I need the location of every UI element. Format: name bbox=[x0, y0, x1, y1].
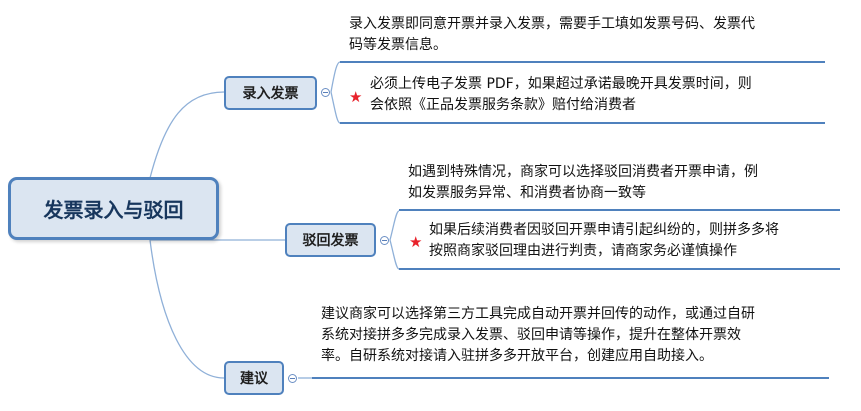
connector-b1-leaf-2 bbox=[330, 91, 341, 124]
leaf-text-b1-2: 必须上传电子发票 PDF，如果超过承诺最晚开具发票时间，则 会依照《正品发票服务… bbox=[370, 74, 752, 116]
root-node[interactable]: 发票录入与驳回 bbox=[8, 177, 219, 240]
leaf-line: 如果后续消费者因驳回开票申请引起纠纷的，则拼多多将 bbox=[429, 222, 779, 238]
connector-b2-leaf-2 bbox=[389, 239, 400, 270]
collapse-toggle-icon[interactable] bbox=[321, 88, 330, 97]
connector-b2-leaf-1 bbox=[389, 210, 400, 241]
leaf-text-b1-1: 录入发票即同意开票并录入发票，需要手工填如发票号码、发票代 码等发票信息。 bbox=[349, 14, 755, 56]
leaf-underline bbox=[340, 61, 825, 63]
connector-root-branch-3 bbox=[149, 239, 225, 379]
leaf-underline bbox=[312, 377, 829, 379]
branch-node-suggestion[interactable]: 建议 bbox=[224, 361, 284, 395]
connector-root-branch-1 bbox=[149, 91, 225, 179]
branch-label: 驳回发票 bbox=[302, 233, 359, 249]
collapse-toggle-icon[interactable] bbox=[288, 374, 297, 383]
leaf-line: 码等发票信息。 bbox=[349, 37, 447, 53]
root-title: 发票录入与驳回 bbox=[43, 198, 184, 222]
leaf-text-b3-1: 建议商家可以选择第三方工具完成自动开票并回传的动作，或通过自研 系统对接拼多多完… bbox=[321, 304, 755, 367]
leaf-line: 会依照《正品发票服务条款》赔付给消费者 bbox=[370, 97, 636, 113]
leaf-text-b2-1: 如遇到特殊情况，商家可以选择驳回消费者开票申请，例 如发票服务异常、和消费者协商… bbox=[408, 162, 758, 204]
star-icon: ★ bbox=[349, 88, 363, 106]
branch-node-reject-invoice[interactable]: 驳回发票 bbox=[285, 223, 376, 257]
leaf-line: 如发票服务异常、和消费者协商一致等 bbox=[408, 185, 646, 201]
connector-b1-leaf-1 bbox=[330, 61, 341, 93]
leaf-underline bbox=[340, 122, 825, 124]
leaf-underline bbox=[399, 268, 840, 270]
leaf-line: 建议商家可以选择第三方工具完成自动开票并回传的动作，或通过自研 bbox=[321, 306, 755, 322]
leaf-line: 如遇到特殊情况，商家可以选择驳回消费者开票申请，例 bbox=[408, 164, 758, 180]
star-icon: ★ bbox=[409, 233, 423, 251]
leaf-line: 必须上传电子发票 PDF，如果超过承诺最晚开具发票时间，则 bbox=[370, 76, 752, 92]
leaf-text-b2-2: 如果后续消费者因驳回开票申请引起纠纷的，则拼多多将 按照商家驳回理由进行判责，请… bbox=[429, 220, 779, 262]
branch-label: 建议 bbox=[240, 371, 268, 387]
branch-node-enter-invoice[interactable]: 录入发票 bbox=[224, 76, 317, 110]
branch-label: 录入发票 bbox=[242, 86, 299, 102]
leaf-line: 系统对接拼多多完成录入发票、驳回申请等操作，提升在整体开票效 bbox=[321, 327, 741, 343]
leaf-line: 率。自研系统对接请入驻拼多多开放平台，创建应用自助接入。 bbox=[321, 348, 713, 364]
collapse-toggle-icon[interactable] bbox=[380, 236, 389, 245]
leaf-underline bbox=[399, 209, 840, 211]
leaf-line: 录入发票即同意开票并录入发票，需要手工填如发票号码、发票代 bbox=[349, 16, 755, 32]
leaf-line: 按照商家驳回理由进行判责，请商家务必谨慎操作 bbox=[429, 243, 737, 259]
